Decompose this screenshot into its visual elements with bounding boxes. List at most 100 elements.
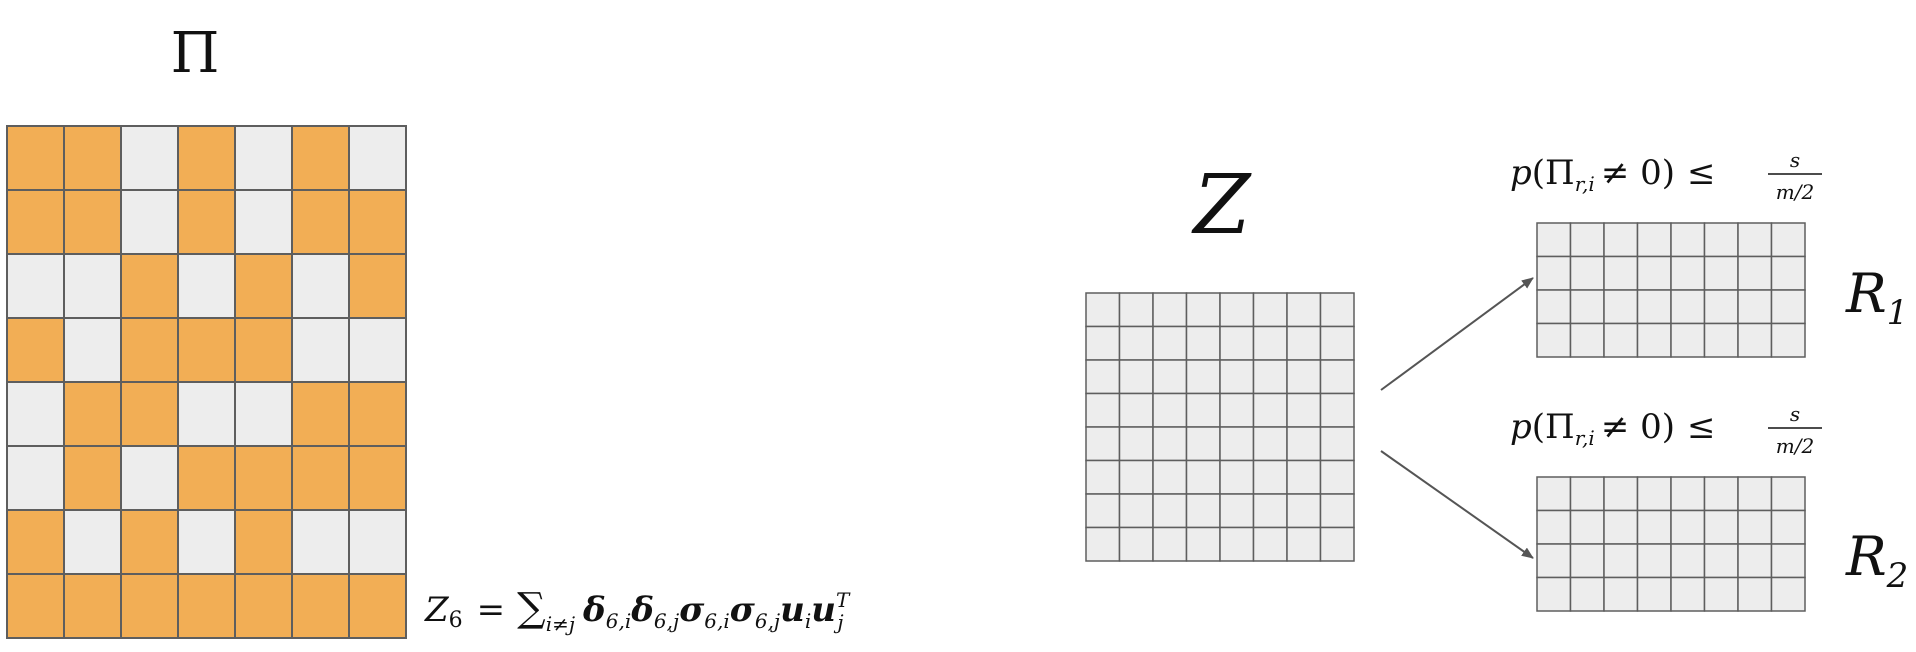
pi-cell-r3-c6 — [348, 317, 407, 383]
z-cell-r5-c5 — [1252, 459, 1288, 495]
r1-cell-r1-c2 — [1603, 255, 1639, 291]
eq-term-3-sub: 6,i — [704, 609, 729, 633]
z-cell-r7-c4 — [1219, 526, 1255, 562]
r1-cell-r2-c6 — [1737, 289, 1773, 325]
r2-prob-open: ( — [1532, 407, 1545, 447]
eq-term-4-sub: 6,j — [755, 609, 780, 633]
r2-cell-r3-c6 — [1737, 576, 1773, 612]
z-cell-r5-c2 — [1152, 459, 1188, 495]
pi-cell-r3-c2 — [120, 317, 179, 383]
z-cell-r0-c5 — [1252, 292, 1288, 328]
pi-cell-r0-c4 — [234, 125, 293, 191]
r2-label: R2 — [1845, 525, 1908, 596]
pi-cell-r1-c5 — [291, 189, 350, 255]
z-cell-r6-c6 — [1286, 493, 1322, 529]
r1-prob-den: m/2 — [1776, 180, 1814, 204]
pi-cell-r5-c1 — [63, 445, 122, 511]
z-cell-r5-c3 — [1185, 459, 1221, 495]
pi-cell-r0-c6 — [348, 125, 407, 191]
pi-cell-r4-c6 — [348, 381, 407, 447]
r2-cell-r0-c1 — [1569, 476, 1605, 512]
z-cell-r1-c3 — [1185, 325, 1221, 361]
eq-term-5-sub: i — [805, 609, 811, 633]
pi-cell-r4-c5 — [291, 381, 350, 447]
r1-cell-r3-c2 — [1603, 322, 1639, 358]
z-cell-r7-c2 — [1152, 526, 1188, 562]
z-cell-r6-c7 — [1319, 493, 1355, 529]
r1-cell-r0-c2 — [1603, 222, 1639, 258]
r2-cell-r2-c1 — [1569, 543, 1605, 579]
r1-cell-r0-c3 — [1636, 222, 1672, 258]
r1-cell-r2-c1 — [1569, 289, 1605, 325]
r1-cell-r1-c1 — [1569, 255, 1605, 291]
r2-cell-r0-c0 — [1536, 476, 1572, 512]
r1-probability: p(Πr,i≠ 0)≤ s m/2 — [1510, 148, 1822, 204]
r2-cell-r1-c6 — [1737, 509, 1773, 545]
z-cell-r7-c1 — [1118, 526, 1154, 562]
r2-label-main: R — [1845, 525, 1887, 588]
pi-cell-r3-c0 — [6, 317, 65, 383]
z-cell-r4-c3 — [1185, 426, 1221, 462]
pi-cell-r2-c3 — [177, 253, 236, 319]
pi-cell-r4-c0 — [6, 381, 65, 447]
r2-cell-r0-c7 — [1770, 476, 1806, 512]
r2-cell-r1-c3 — [1636, 509, 1672, 545]
z-cell-r4-c0 — [1085, 426, 1121, 462]
z-cell-r2-c7 — [1319, 359, 1355, 395]
r2-cell-r1-c5 — [1703, 509, 1739, 545]
r2-prob-den: m/2 — [1776, 434, 1814, 458]
z-cell-r7-c7 — [1319, 526, 1355, 562]
eq-sum-sub: i≠j — [546, 612, 575, 636]
z-cell-r0-c4 — [1219, 292, 1255, 328]
r1-cell-r3-c7 — [1770, 322, 1806, 358]
pi-cell-r2-c2 — [120, 253, 179, 319]
pi-cell-r7-c2 — [120, 573, 179, 639]
pi-cell-r3-c1 — [63, 317, 122, 383]
r1-cell-r3-c0 — [1536, 322, 1572, 358]
r1-cell-r0-c1 — [1569, 222, 1605, 258]
r2-cell-r0-c6 — [1737, 476, 1773, 512]
z-cell-r0-c3 — [1185, 292, 1221, 328]
pi-cell-r1-c4 — [234, 189, 293, 255]
z-cell-r3-c3 — [1185, 392, 1221, 428]
z-cell-r2-c3 — [1185, 359, 1221, 395]
r2-cell-r1-c1 — [1569, 509, 1605, 545]
r1-cell-r1-c7 — [1770, 255, 1806, 291]
r1-cell-r0-c0 — [1536, 222, 1572, 258]
r1-cell-r1-c5 — [1703, 255, 1739, 291]
pi-cell-r5-c6 — [348, 445, 407, 511]
pi-title: Π — [171, 21, 220, 86]
pi-cell-r6-c1 — [63, 509, 122, 575]
pi-cell-r4-c2 — [120, 381, 179, 447]
r2-cell-r3-c7 — [1770, 576, 1806, 612]
r1-cell-r1-c4 — [1670, 255, 1706, 291]
z-cell-r0-c1 — [1118, 292, 1154, 328]
pi-cell-r0-c3 — [177, 125, 236, 191]
z-matrix-grid — [1085, 292, 1355, 562]
z-cell-r5-c7 — [1319, 459, 1355, 495]
pi-cell-r0-c2 — [120, 125, 179, 191]
pi-cell-r2-c4 — [234, 253, 293, 319]
r1-prob-sub: r,i — [1575, 172, 1595, 196]
pi-cell-r0-c0 — [6, 125, 65, 191]
z-cell-r6-c4 — [1219, 493, 1255, 529]
r1-label-main: R — [1845, 262, 1887, 325]
r2-matrix-grid — [1536, 476, 1806, 612]
r2-cell-r0-c3 — [1636, 476, 1672, 512]
pi-cell-r6-c0 — [6, 509, 65, 575]
r2-cell-r2-c4 — [1670, 543, 1706, 579]
pi-cell-r2-c0 — [6, 253, 65, 319]
r2-cell-r2-c3 — [1636, 543, 1672, 579]
z-cell-r2-c1 — [1118, 359, 1154, 395]
pi-cell-r1-c6 — [348, 189, 407, 255]
pi-cell-r7-c6 — [348, 573, 407, 639]
r2-cell-r0-c2 — [1603, 476, 1639, 512]
z-cell-r2-c6 — [1286, 359, 1322, 395]
eq-term-6-sub: j — [833, 610, 843, 634]
eq-term-4: σ — [730, 590, 756, 630]
z-cell-r3-c2 — [1152, 392, 1188, 428]
r1-prob-base: Π — [1545, 153, 1575, 193]
pi-cell-r2-c6 — [348, 253, 407, 319]
pi-cell-r7-c4 — [234, 573, 293, 639]
